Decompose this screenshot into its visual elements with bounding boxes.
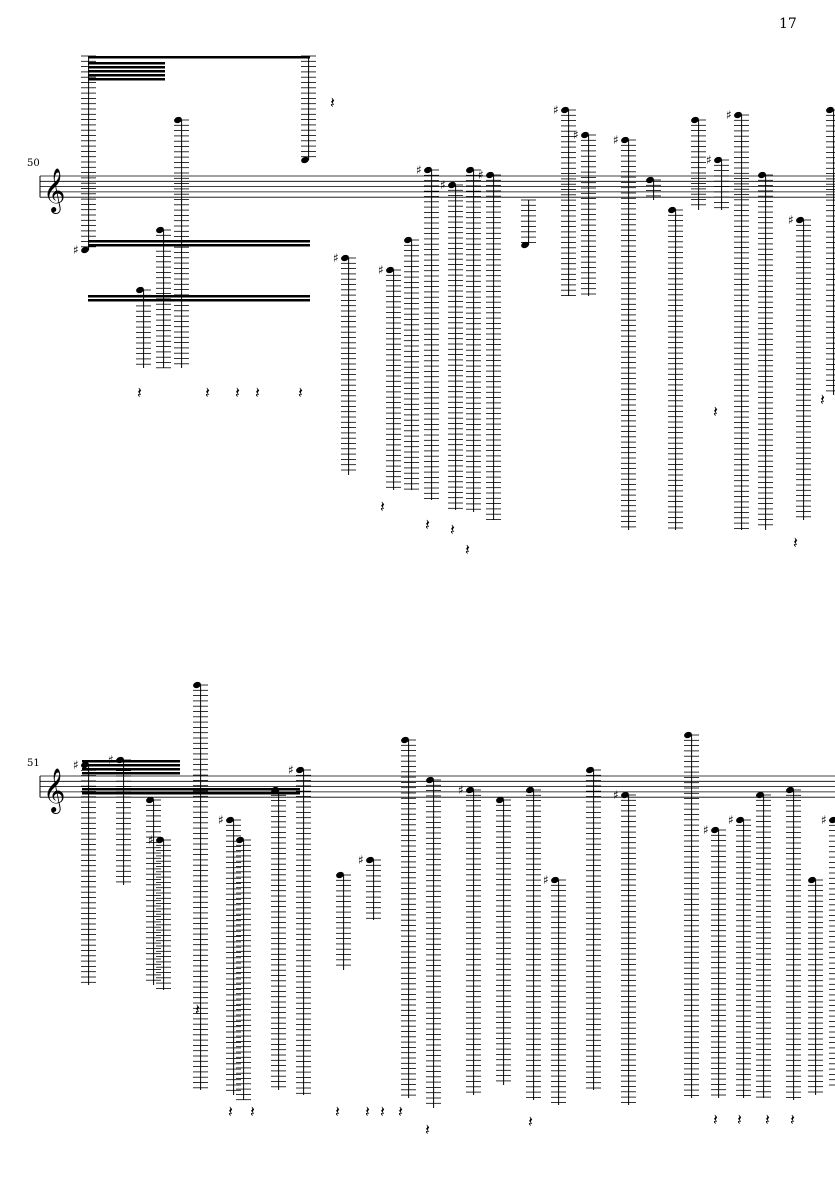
notehead: [521, 241, 529, 249]
measure-number-51: 51: [27, 758, 40, 769]
sharp-icon: ♯: [703, 823, 709, 837]
quarter-rest-icon: 𝄽: [195, 1000, 200, 1019]
sharp-icon: ♯: [440, 178, 446, 192]
sharp-icon: ♯: [613, 788, 619, 802]
page-number: 17: [779, 16, 797, 32]
beam: [82, 772, 180, 775]
quarter-rest-icon: 𝄽: [380, 497, 385, 516]
quarter-rest-icon: 𝄽: [713, 402, 718, 421]
beam: [88, 244, 310, 247]
quarter-rest-icon: 𝄽: [250, 1102, 255, 1121]
quarter-rest-icon: 𝄽: [235, 383, 240, 402]
beam: [88, 299, 310, 302]
quarter-rest-icon: 𝄽: [255, 383, 260, 402]
sharp-icon: ♯: [458, 783, 464, 797]
quarter-rest-icon: 𝄽: [465, 540, 470, 559]
treble-clef-icon: 𝄞: [43, 768, 65, 814]
beam: [88, 74, 165, 77]
quarter-rest-icon: 𝄽: [793, 533, 798, 552]
quarter-rest-icon: 𝄽: [365, 1102, 370, 1121]
quarter-rest-icon: 𝄽: [820, 390, 825, 409]
quarter-rest-icon: 𝄽: [228, 1102, 233, 1121]
beam: [88, 70, 165, 73]
quarter-rest-icon: 𝄽: [425, 1120, 430, 1139]
beam: [88, 62, 165, 65]
beam: [82, 760, 180, 763]
quarter-rest-icon: 𝄽: [425, 515, 430, 534]
sharp-icon: ♯: [378, 263, 384, 277]
quarter-rest-icon: 𝄽: [713, 1110, 718, 1129]
beam: [82, 792, 300, 795]
sharp-icon: ♯: [288, 763, 294, 777]
sharp-icon: ♯: [726, 108, 732, 122]
quarter-rest-icon: 𝄽: [398, 1102, 403, 1121]
sharp-icon: ♯: [543, 873, 549, 887]
quarter-rest-icon: 𝄽: [298, 383, 303, 402]
quarter-rest-icon: 𝄽: [765, 1110, 770, 1129]
sharp-icon: ♯: [358, 853, 364, 867]
quarter-rest-icon: 𝄽: [137, 383, 142, 402]
beam: [82, 788, 300, 791]
beam: [88, 240, 310, 243]
sharp-icon: ♯: [108, 753, 114, 767]
sharp-icon: ♯: [613, 133, 619, 147]
quarter-rest-icon: 𝄽: [790, 1110, 795, 1129]
sharp-icon: ♯: [333, 251, 339, 265]
quarter-rest-icon: 𝄽: [528, 1112, 533, 1131]
sharp-icon: ♯: [728, 813, 734, 827]
sharp-icon: ♯: [788, 213, 794, 227]
sharp-icon: ♯: [73, 243, 79, 257]
quarter-rest-icon: 𝄽: [335, 1102, 340, 1121]
treble-clef-icon: 𝄞: [43, 168, 65, 214]
sharp-icon: ♯: [478, 168, 484, 182]
beam: [88, 56, 310, 59]
sharp-icon: ♯: [553, 103, 559, 117]
beam: [88, 66, 165, 69]
quarter-rest-icon: 𝄽: [330, 93, 335, 112]
sharp-icon: ♯: [706, 153, 712, 167]
quarter-rest-icon: 𝄽: [450, 520, 455, 539]
quarter-rest-icon: 𝄽: [205, 383, 210, 402]
sharp-icon: ♯: [218, 813, 224, 827]
quarter-rest-icon: 𝄽: [737, 1110, 742, 1129]
sharp-icon: ♯: [148, 833, 154, 847]
measure-number-50: 50: [27, 158, 40, 169]
sharp-icon: ♯: [821, 813, 827, 827]
sharp-icon: ♯: [416, 163, 422, 177]
beam: [88, 295, 310, 298]
sharp-icon: ♯: [73, 758, 79, 772]
beam: [88, 78, 165, 81]
beam: [82, 768, 180, 771]
sharp-icon: ♯: [573, 128, 579, 142]
notehead: [81, 246, 89, 254]
notehead: [301, 156, 309, 164]
quarter-rest-icon: 𝄽: [380, 1102, 385, 1121]
